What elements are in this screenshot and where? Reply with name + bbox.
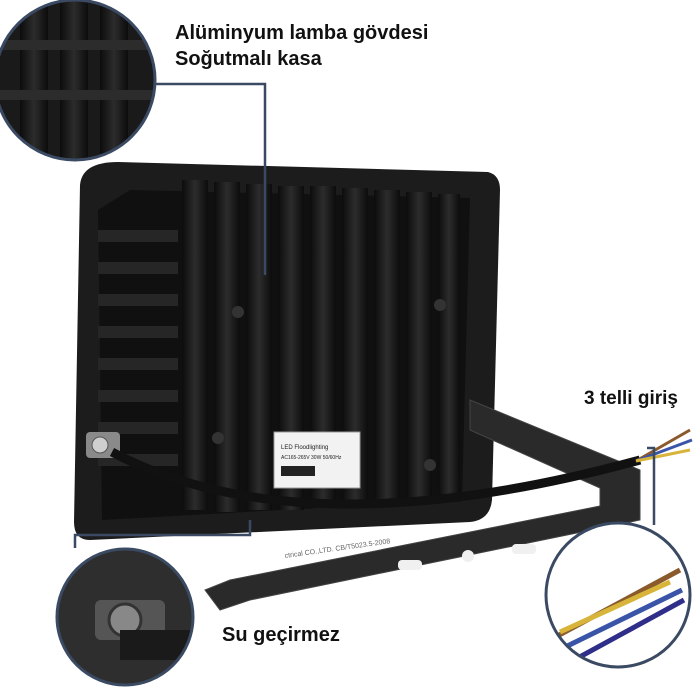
leader-line-body: [153, 82, 267, 275]
callout-aluminium-body: Alüminyum lamba gövdesi: [175, 22, 429, 44]
callout-three-wire-input: 3 telli giriş: [584, 388, 678, 409]
zoom-circle-wires: [544, 521, 692, 669]
leader-lines: [73, 82, 656, 548]
product-label-sticker: LED Floodlighting AC165-265V 30W 50/60Hz: [273, 431, 361, 489]
callout-waterproof: Su geçirmez: [222, 624, 340, 646]
power-cable: [109, 428, 693, 509]
callout-cooled-housing: Soğutmalı kasa: [175, 48, 322, 70]
lamp-housing: [74, 162, 500, 540]
leader-line-waterproof: [73, 520, 252, 548]
zoom-circle-gland: [55, 547, 195, 687]
cooling-fins: [98, 180, 460, 512]
product-label-line2: AC165-265V 30W 50/60Hz: [281, 455, 342, 461]
product-label-line1: LED Floodlighting: [281, 445, 328, 451]
zoom-circle-heatsink: [0, 0, 157, 162]
cable-gland: [86, 432, 120, 458]
leader-line-input: [647, 446, 656, 525]
